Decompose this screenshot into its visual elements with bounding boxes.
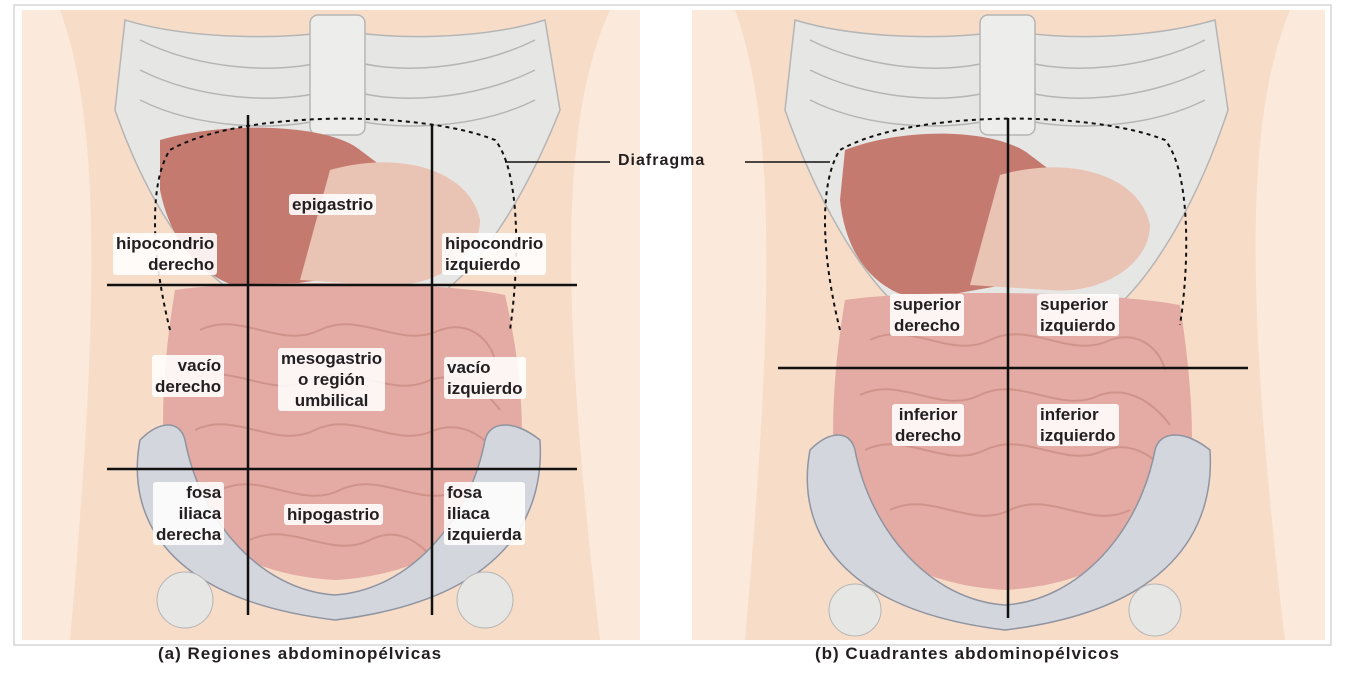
label-superior-izquierdo: superior izquierdo — [1037, 294, 1119, 336]
label-epigastrio: epigastrio — [289, 194, 377, 215]
label-vacio-izquierdo: vacío izquierdo — [444, 357, 526, 399]
label-fosa-iliaca-derecha: fosa iliaca derecha — [153, 482, 225, 545]
caption-panel-a: (a) Regiones abdominopélvicas — [158, 644, 443, 663]
stomach-b — [970, 167, 1150, 291]
caption-panel-b: (b) Cuadrantes abdominopélvicos — [815, 644, 1120, 663]
pelvis-b — [806, 434, 1212, 631]
region-grid-a — [107, 115, 577, 615]
diaphragm-dotted-a — [154, 117, 518, 331]
label-mesogastrio: mesogastrio o región umbilical — [278, 348, 386, 411]
label-superior-derecho: superior derecho — [890, 294, 965, 336]
quadrant-grid-b — [778, 118, 1248, 618]
label-inferior-izquierdo: inferior izquierdo — [1037, 404, 1119, 446]
label-inferior-derecho: inferior derecho — [892, 404, 965, 446]
label-hipocondrio-derecho: hipocondrio derecho — [113, 233, 218, 275]
diaphragm-dotted-b — [824, 117, 1188, 331]
label-diafragma: Diafragma — [618, 152, 706, 169]
label-hipocondrio-izquierdo: hipocondrio izquierdo — [442, 233, 547, 275]
label-vacio-derecho: vacío derecho — [152, 355, 225, 397]
stomach-a — [300, 162, 480, 286]
panel-a-illustration — [22, 10, 640, 640]
label-fosa-iliaca-izquierda: fosa iliaca izquierda — [444, 482, 525, 545]
panel-b-illustration — [692, 10, 1325, 640]
label-hipogastrio: hipogastrio — [284, 504, 383, 525]
